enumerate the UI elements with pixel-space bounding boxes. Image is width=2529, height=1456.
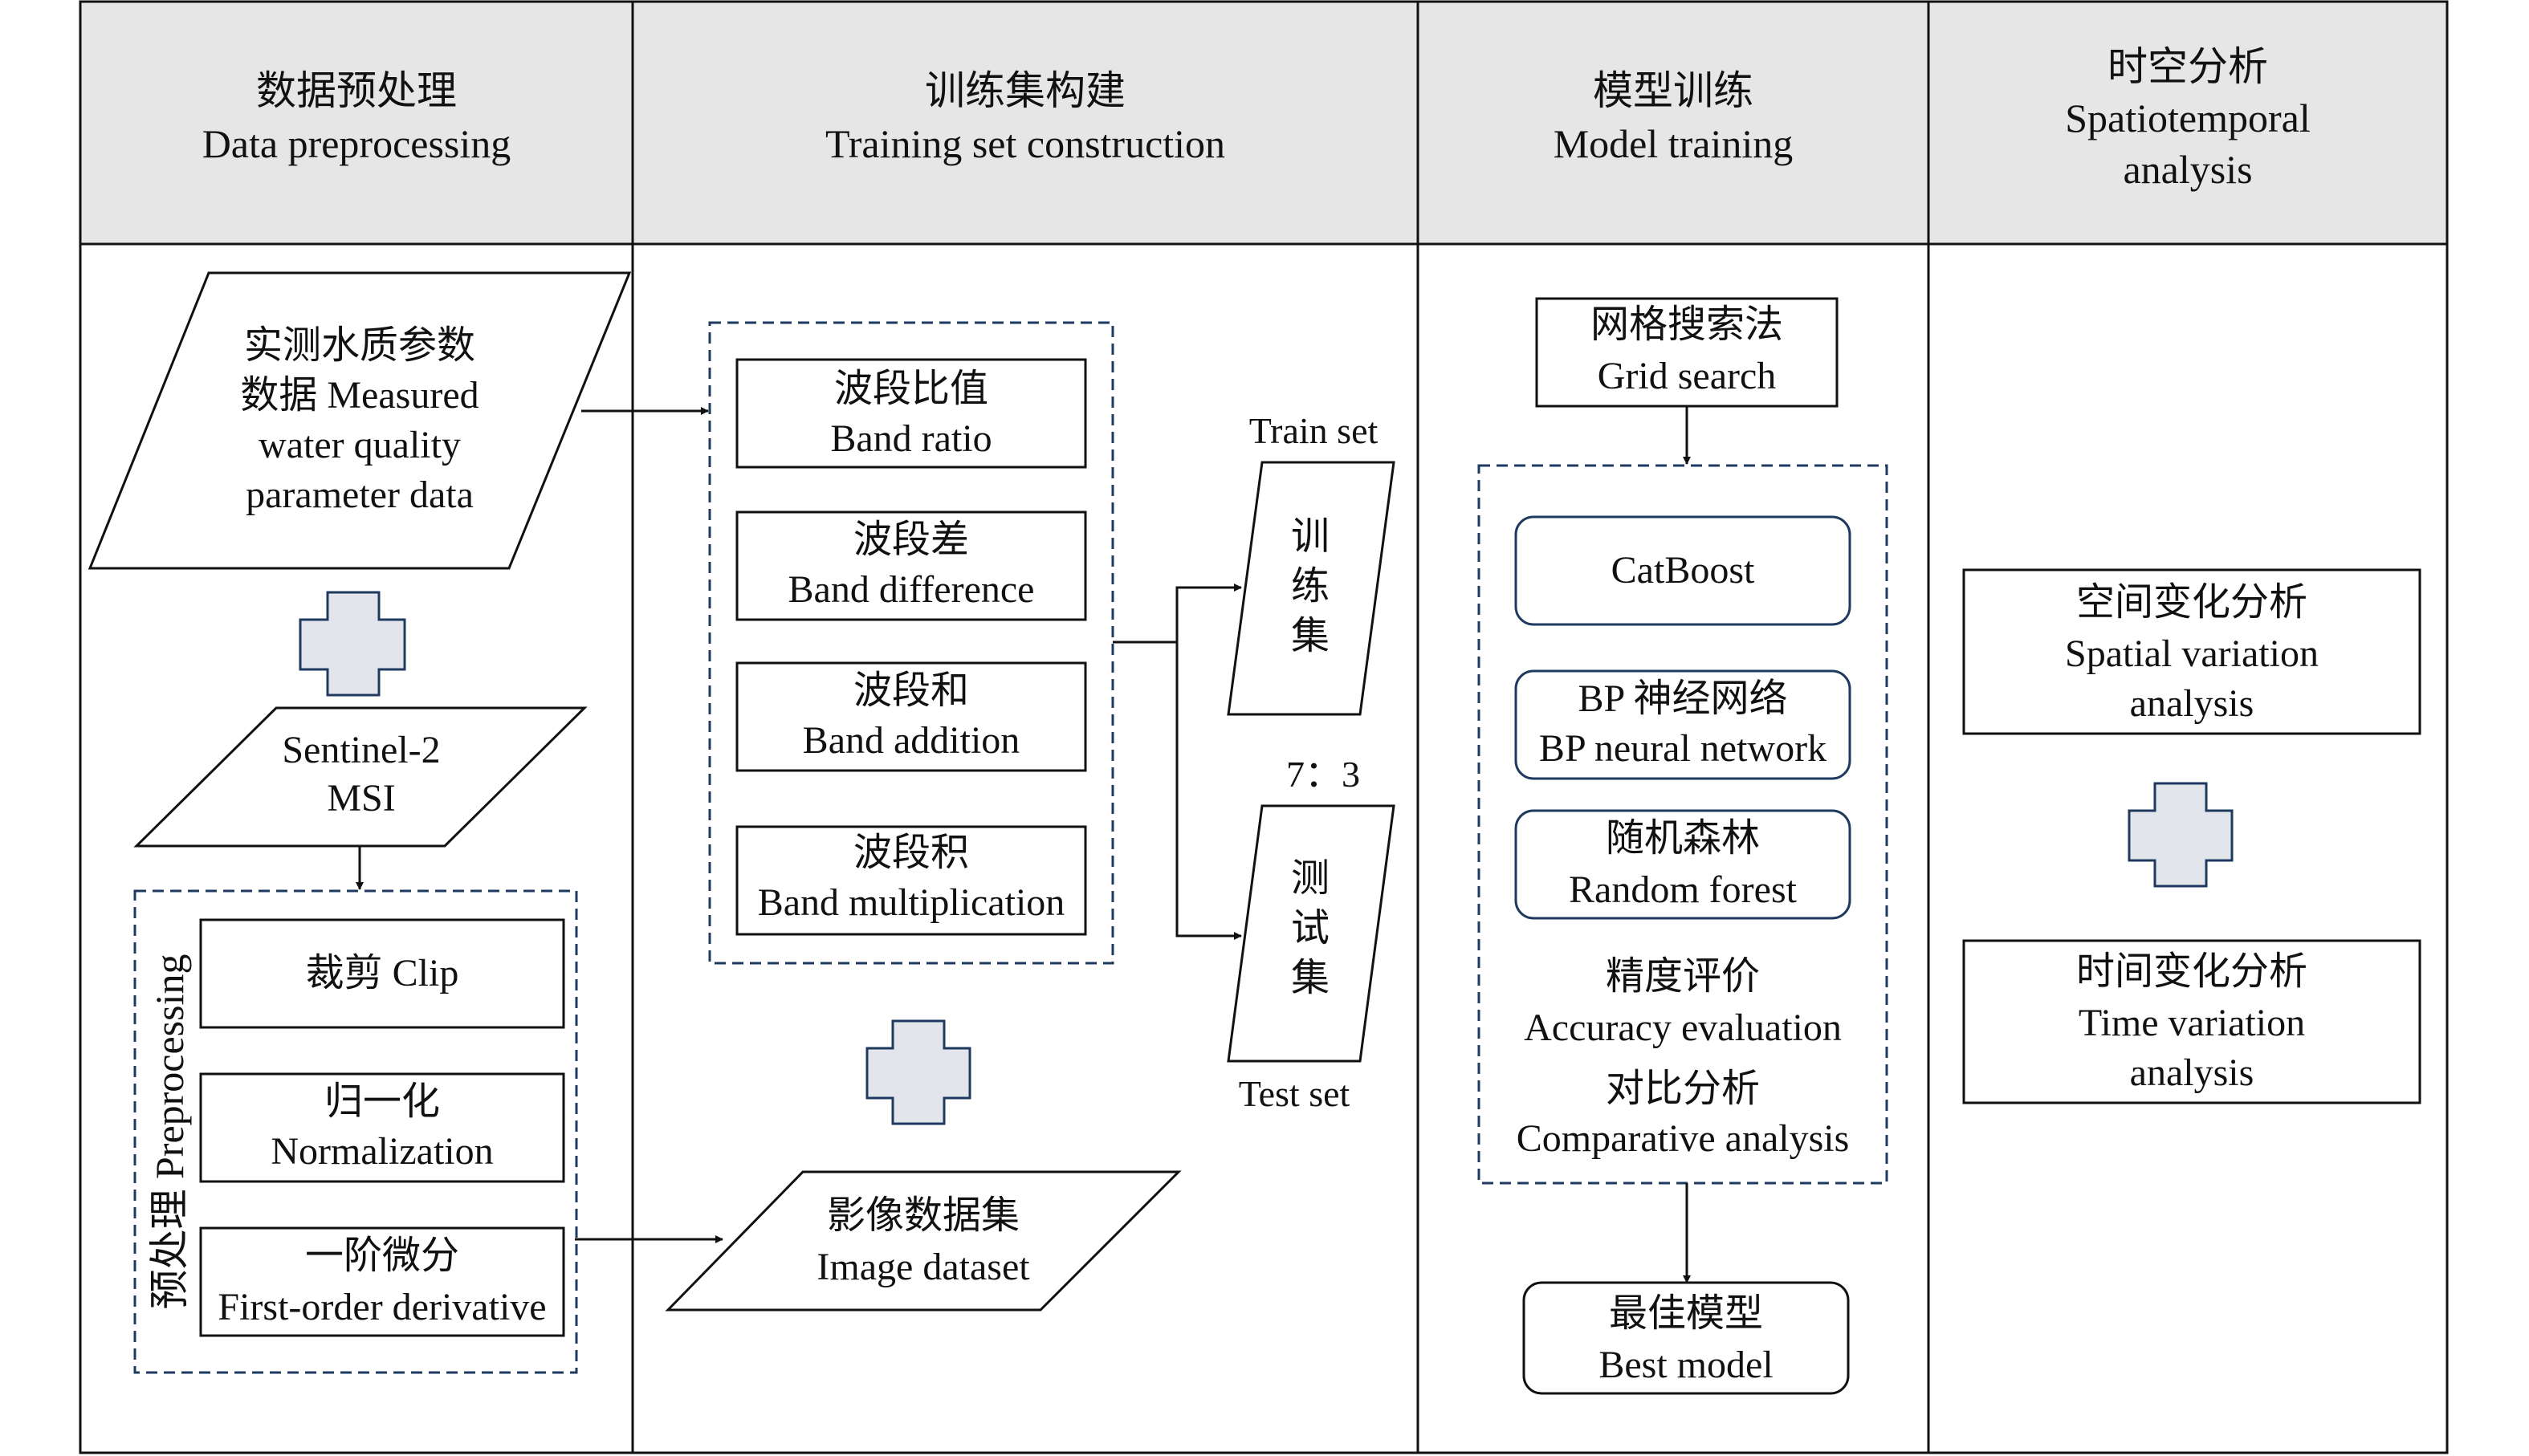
accuracy-evaluation-zh: 精度评价 <box>1606 955 1760 998</box>
svg-text:集: 集 <box>1291 957 1330 999</box>
svg-text:analysis: analysis <box>2130 1051 2254 1094</box>
svg-text:CatBoost: CatBoost <box>1611 549 1755 592</box>
split-connector <box>1113 584 1242 644</box>
band-addition-node: 波段和 Band addition <box>735 661 1087 772</box>
svg-text:裁剪 Clip: 裁剪 Clip <box>306 952 459 994</box>
svg-text:波段和: 波段和 <box>853 669 969 712</box>
column-header-preprocessing: 数据预处理 Data preprocessing <box>202 68 511 166</box>
svg-text:MSI: MSI <box>327 777 395 820</box>
train-set-label: Train set <box>1249 410 1379 451</box>
svg-text:集: 集 <box>1291 615 1330 657</box>
random-forest-node: 随机森林 Random forest <box>1514 809 1851 920</box>
header-zh: 训练集构建 <box>925 68 1126 113</box>
svg-text:Grid search: Grid search <box>1598 355 1777 397</box>
spatial-variation-node: 空间变化分析 Spatial variation analysis <box>1962 568 2421 735</box>
svg-text:一阶微分: 一阶微分 <box>305 1234 459 1277</box>
measured-data-node: 实测水质参数 数据 Measured water quality paramet… <box>88 271 632 570</box>
model-group <box>1477 464 1888 1185</box>
column-header-model-training: 模型训练 Model training <box>1554 68 1794 166</box>
svg-text:Normalization: Normalization <box>271 1130 493 1173</box>
time-variation-node: 时间变化分析 Time variation analysis <box>1962 939 2421 1104</box>
grid-search-node: 网格搜索法 Grid search <box>1535 297 1839 408</box>
preprocessing-group-label: 预处理 Preprocessing <box>147 954 192 1310</box>
test-set-label: Test set <box>1239 1073 1350 1114</box>
normalization-node: 归一化 Normalization <box>199 1072 565 1183</box>
svg-text:Random forest: Random forest <box>1569 868 1798 911</box>
svg-text:Band addition: Band addition <box>803 719 1020 762</box>
svg-text:影像数据集: 影像数据集 <box>827 1194 1020 1237</box>
best-model-node: 最佳模型 Best model <box>1522 1281 1850 1395</box>
column-header-spatiotemporal: 时空分析 Spatiotemporal analysis <box>2065 44 2311 192</box>
derivative-node: 一阶微分 First-order derivative <box>199 1226 565 1337</box>
svg-text:测: 测 <box>1291 857 1330 900</box>
header-en: Data preprocessing <box>202 121 511 166</box>
svg-text:波段比值: 波段比值 <box>834 368 988 410</box>
svg-text:BP 神经网络: BP 神经网络 <box>1578 677 1788 720</box>
ratio-label: 7：3 <box>1286 754 1360 795</box>
svg-text:Sentinel-2: Sentinel-2 <box>282 729 440 771</box>
sentinel-node: Sentinel-2 MSI <box>133 706 588 848</box>
header-en-line2: analysis <box>2123 147 2252 192</box>
svg-text:练: 练 <box>1291 565 1330 608</box>
band-difference-node: 波段差 Band difference <box>735 510 1087 621</box>
table-frame <box>79 0 2449 1454</box>
comparative-analysis-en: Comparative analysis <box>1517 1117 1850 1160</box>
svg-text:Band multiplication: Band multiplication <box>758 881 1065 924</box>
svg-text:归一化: 归一化 <box>324 1080 440 1123</box>
split-connector <box>1175 642 1242 940</box>
svg-text:Image dataset: Image dataset <box>817 1246 1030 1288</box>
band-ratio-node: 波段比值 Band ratio <box>735 358 1087 469</box>
svg-text:analysis: analysis <box>2130 682 2254 725</box>
svg-text:随机森林: 随机森林 <box>1606 817 1760 860</box>
svg-text:BP neural network: BP neural network <box>1539 727 1826 770</box>
svg-text:训: 训 <box>1291 515 1330 558</box>
band-combination-group <box>708 321 1114 965</box>
catboost-node: CatBoost <box>1514 515 1851 626</box>
svg-text:数据 Measured: 数据 Measured <box>240 374 479 417</box>
plus-icon <box>865 1019 971 1125</box>
bp-neural-network-node: BP 神经网络 BP neural network <box>1514 669 1851 780</box>
header-en: Model training <box>1554 121 1794 166</box>
svg-text:波段积: 波段积 <box>853 832 969 874</box>
svg-text:Spatial variation: Spatial variation <box>2065 632 2319 675</box>
header-zh: 时空分析 <box>2108 44 2268 89</box>
test-set-node: 测 试 集 <box>1227 804 1395 1063</box>
svg-text:时间变化分析: 时间变化分析 <box>2076 950 2307 993</box>
column-header-training-set: 训练集构建 Training set construction <box>825 68 1225 166</box>
svg-text:water quality: water quality <box>259 424 461 466</box>
header-en-line1: Spatiotemporal <box>2065 96 2311 140</box>
svg-text:Time variation: Time variation <box>2079 1002 2305 1044</box>
accuracy-evaluation-en: Accuracy evaluation <box>1524 1007 1842 1049</box>
svg-text:Best model: Best model <box>1598 1344 1773 1386</box>
svg-text:空间变化分析: 空间变化分析 <box>2076 581 2307 624</box>
train-set-node: 训 练 集 <box>1227 461 1395 716</box>
header-en: Training set construction <box>825 121 1225 166</box>
svg-text:试: 试 <box>1291 907 1330 950</box>
plus-icon <box>299 591 406 697</box>
svg-text:实测水质参数: 实测水质参数 <box>244 324 475 367</box>
comparative-analysis-zh: 对比分析 <box>1606 1068 1760 1110</box>
svg-text:最佳模型: 最佳模型 <box>1609 1292 1763 1335</box>
header-band <box>80 2 2447 244</box>
svg-text:Band difference: Band difference <box>788 568 1035 611</box>
clip-node: 裁剪 Clip <box>199 918 565 1029</box>
image-dataset-node: 影像数据集 Image dataset <box>665 1170 1182 1312</box>
svg-text:First-order derivative: First-order derivative <box>218 1286 546 1328</box>
plus-icon <box>2128 782 2234 888</box>
preprocessing-group <box>133 889 578 1374</box>
svg-text:parameter data: parameter data <box>246 474 474 516</box>
svg-text:网格搜索法: 网格搜索法 <box>1590 303 1783 346</box>
svg-text:Band ratio: Band ratio <box>830 417 992 460</box>
svg-text:波段差: 波段差 <box>853 519 969 561</box>
header-zh: 模型训练 <box>1593 68 1753 113</box>
band-multiplication-node: 波段积 Band multiplication <box>735 825 1087 936</box>
header-zh: 数据预处理 <box>256 68 457 113</box>
